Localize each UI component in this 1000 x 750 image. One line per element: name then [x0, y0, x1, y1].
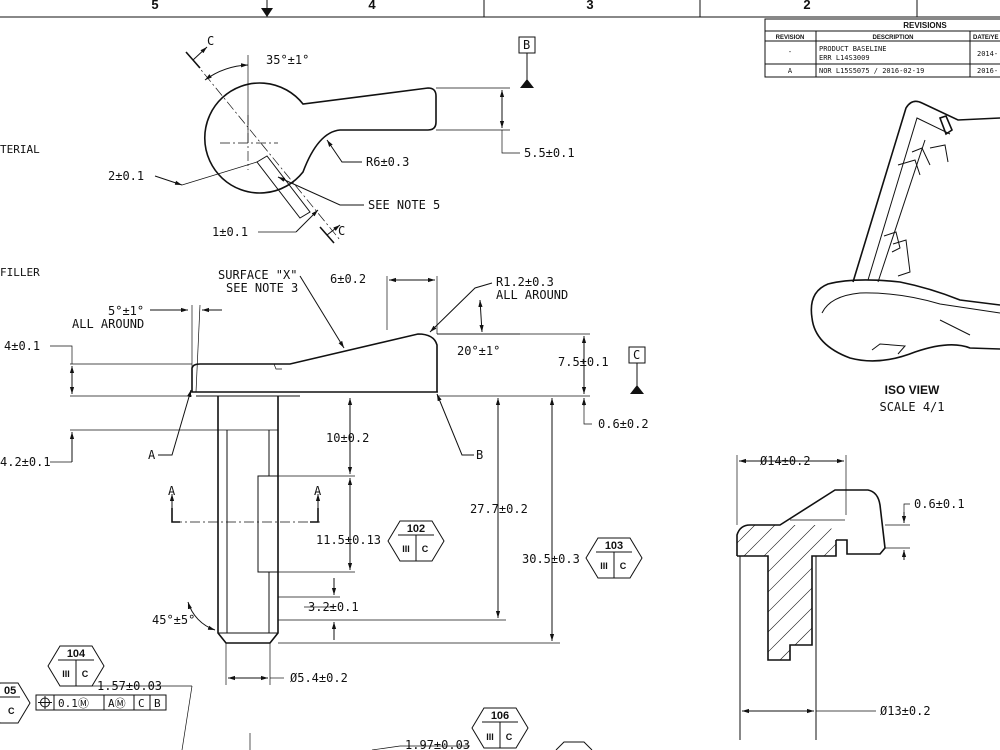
radius-dim: R1.2±0.3 — [496, 275, 554, 289]
label-a: A — [148, 448, 156, 462]
height-dim: 5.5±0.1 — [524, 146, 575, 160]
dim-1-57: 1.57±0.03 — [97, 679, 162, 693]
revisions-header: REVISION — [776, 35, 805, 41]
balloon-103: 103 III C — [585, 537, 643, 579]
position-icon — [38, 696, 52, 709]
balloon-number: 05 — [4, 685, 16, 697]
balloon-left: III — [402, 544, 410, 554]
section-a-label: A — [168, 484, 176, 498]
iso-view-scale: SCALE 4/1 — [879, 400, 944, 414]
draft-angle-dim: 5°±1° — [108, 304, 144, 318]
iso-view-title: ISO VIEW — [885, 383, 940, 397]
balloon-right: C — [8, 706, 15, 716]
balloon-right: C — [506, 732, 513, 742]
zone-label: 5 — [151, 0, 158, 12]
angle-dim: 35°±1° — [266, 53, 309, 67]
fcf-datum: B — [154, 697, 161, 710]
balloon-left: III — [486, 732, 494, 742]
surface-x-label: SURFACE "X" — [218, 268, 297, 282]
fcf-datum: AⓂ — [108, 697, 126, 710]
radius-note: ALL AROUND — [496, 288, 568, 302]
revision-cell: PRODUCT BASELINE — [819, 45, 886, 53]
datum-c-label: C — [633, 348, 640, 362]
revision-cell: - — [788, 48, 792, 56]
slot-width-dim: 2±0.1 — [108, 169, 144, 183]
draft-angle-note: ALL AROUND — [72, 317, 144, 331]
slot-depth-dim: 1±0.1 — [212, 225, 248, 239]
see-note-callout: SEE NOTE 5 — [368, 198, 440, 212]
fcf-datum: C — [138, 697, 145, 710]
dim-3-2: 3.2±0.1 — [308, 600, 359, 614]
balloon-104: 104 III C — [47, 645, 105, 687]
datum-triangle-icon — [520, 79, 534, 88]
angle-dim: 20°±1° — [457, 344, 500, 358]
dim-11-5: 11.5±0.13 — [316, 533, 381, 547]
balloon-right: C — [422, 544, 429, 554]
radius-dim: R6±0.3 — [366, 155, 409, 169]
balloon-left: III — [62, 669, 70, 679]
diameter-dim: Ø14±0.2 — [760, 454, 811, 468]
balloon-right: C — [620, 561, 627, 571]
balloon-number: 104 — [67, 648, 86, 660]
balloon-102: 102 III C — [387, 520, 445, 562]
dim-0-6: 0.6±0.1 — [914, 497, 965, 511]
iso-view: ISO VIEW SCALE 4/1 — [810, 100, 1000, 414]
dim-4: 4±0.1 — [4, 339, 40, 353]
balloon-number: 103 — [605, 540, 623, 552]
zone-label: 4 — [368, 0, 376, 12]
revision-cell: ERR L14S3009 — [819, 54, 870, 62]
dim-30-5: 30.5±0.3 — [522, 552, 580, 566]
dim-1-97: 1.97±0.03 — [405, 738, 470, 750]
zone-label: 3 — [586, 0, 593, 12]
dim-7-5: 7.5±0.1 — [558, 355, 609, 369]
label-b: B — [476, 448, 483, 462]
datum-triangle-icon — [630, 385, 644, 394]
dim-4-2: 4.2±0.1 — [0, 455, 51, 469]
revisions-header: DESCRIPTION — [872, 35, 913, 41]
zone-label: 2 — [803, 0, 810, 12]
balloon-105: 05 C — [0, 682, 31, 724]
balloon-106: 106 III C — [471, 707, 529, 749]
dim-0-6: 0.6±0.2 — [598, 417, 649, 431]
bottom-dims: 1.57±0.03 0.1Ⓜ AⓂ C B 1.97±0.03 — [35, 679, 593, 750]
side-note: TERIAL — [0, 143, 40, 156]
revision-cell: A — [788, 67, 793, 75]
section-c-label: C — [338, 224, 345, 238]
dim-27-7: 27.7±0.2 — [470, 502, 528, 516]
chamfer-dim: 45°±5° — [152, 613, 195, 627]
balloon-left: III — [600, 561, 608, 571]
dim-10: 10±0.2 — [326, 431, 369, 445]
balloon-number: 102 — [407, 523, 425, 535]
revisions-header: DATE/YE — [973, 35, 999, 41]
width-dim: 6±0.2 — [330, 272, 366, 286]
feature-control-frame: 0.1Ⓜ AⓂ C B — [35, 694, 167, 711]
zone-center-arrow-icon — [261, 8, 273, 17]
revision-cell: 2014- — [977, 50, 998, 58]
revisions-title: REVISIONS — [903, 21, 947, 30]
balloon-number: 106 — [491, 710, 509, 722]
front-view: A A SURFACE "X" SEE NOTE 3 6±0.2 R1.2±0.… — [0, 268, 649, 685]
diameter-dim: Ø13±0.2 — [880, 704, 931, 718]
datum-b-label: B — [523, 38, 530, 52]
balloon-right: C — [82, 669, 89, 679]
revision-cell: 2016- — [977, 67, 998, 75]
section-view: Ø14±0.2 0.6±0.1 — [736, 454, 965, 740]
revisions-table: REVISIONS REVISION DESCRIPTION DATE/YE -… — [764, 18, 1000, 78]
surface-x-note: SEE NOTE 3 — [226, 281, 298, 295]
top-view: C C 35°±1° 5.5±0.1 B R6±0.3 SEE NOTE 5 2… — [108, 34, 575, 244]
revision-cell: NOR L15S5075 / 2016-02-19 — [819, 67, 924, 75]
fcf-tolerance: 0.1Ⓜ — [58, 697, 89, 710]
section-c-label: C — [207, 34, 214, 48]
side-note: FILLER — [0, 266, 40, 279]
zone-strip: 5 4 3 2 — [0, 0, 1000, 18]
diameter-dim: Ø5.4±0.2 — [290, 671, 348, 685]
section-a-label: A — [314, 484, 322, 498]
